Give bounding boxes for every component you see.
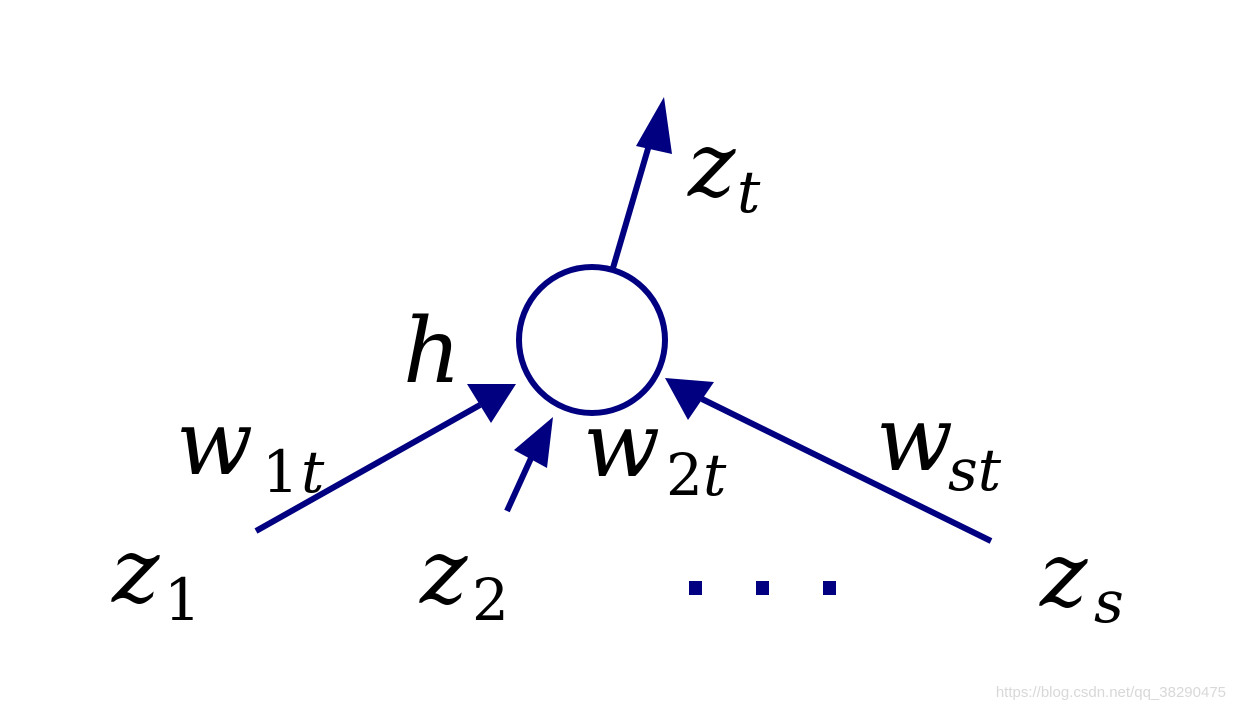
input-2-sub: 2 [472,566,509,634]
edge-zs-to-h [700,396,993,544]
input-2-var: z [419,520,468,625]
weight-1-var: w [176,391,253,496]
node-label: h [403,299,461,404]
weight-1-sub-t: t [301,438,325,506]
ellipsis-dot [756,581,769,595]
input-label-1: z 1 [111,519,201,634]
output-label: z t [687,113,761,226]
input-1-sub: 1 [164,566,201,634]
ellipsis-dots [689,581,836,595]
arrowheads [467,97,714,468]
input-label-2: z 2 [419,520,509,634]
ellipsis-dot [689,581,702,595]
weight-s-var: w [876,387,953,492]
edge-z1-to-h [254,402,482,534]
weight-2-sub-t: t [703,441,727,509]
input-s-var: z [1039,523,1088,628]
arrowhead-zt [636,97,672,154]
input-1-var: z [111,519,160,624]
edge-h-to-zt [610,134,655,269]
weight-label-1: w 1 t [176,391,325,506]
watermark-text: https://blog.csdn.net/qq_38290475 [996,684,1226,701]
output-sub: t [737,158,761,226]
weight-2-var: w [583,393,660,498]
weight-2-sub-num: 2 [666,441,703,509]
arrowhead-zs [665,378,714,420]
ellipsis-dot [823,581,836,595]
output-var: z [687,113,736,218]
neuron-node [516,264,668,416]
weight-label-s: w st [876,387,1002,504]
edge-z2-to-h [504,454,535,513]
weight-label-2: w 2 t [583,393,727,509]
input-s-sub: s [1094,568,1124,636]
weight-1-sub-num: 1 [262,438,299,506]
edges [254,134,993,544]
input-label-s: z s [1039,523,1124,636]
weight-s-sub: st [948,436,1002,504]
arrowhead-z1 [467,384,516,423]
arrowhead-z2 [514,417,553,468]
